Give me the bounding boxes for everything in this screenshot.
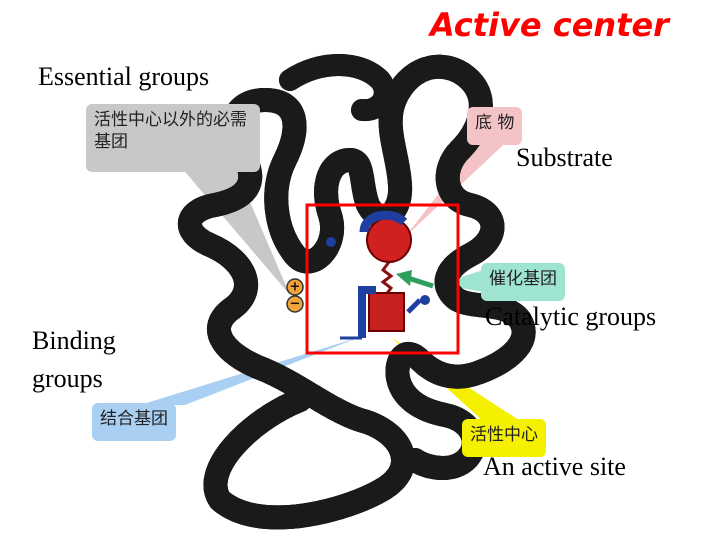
binding-group-top xyxy=(359,210,408,233)
essential-groups-label: Essential groups xyxy=(38,62,210,91)
substrate-linker xyxy=(380,261,394,297)
active-site-callout: 活性中心 xyxy=(462,419,546,457)
catalytic-group-arm xyxy=(407,275,434,289)
negative-charge-group xyxy=(286,295,304,313)
catalytic-groups-label: Catalytic groups xyxy=(485,302,657,331)
catalytic-groups-cn-text: 催化基团 xyxy=(489,269,557,289)
binding-groups-label: Binding groups xyxy=(32,326,116,393)
substrate-block xyxy=(368,292,405,332)
substrate-sphere xyxy=(366,217,412,263)
substrate-label: Substrate xyxy=(516,143,613,172)
essential-groups-cn-text: 活性中心以外的必需基团 xyxy=(94,110,247,152)
binding-group-knob xyxy=(326,237,336,247)
catalytic-groups-callout: 催化基团 xyxy=(481,263,565,301)
active-site-label: An active site xyxy=(483,452,626,481)
substrate-cn-text: 底 物 xyxy=(475,113,515,133)
binding-groups-callout: 结合基团 xyxy=(92,403,176,441)
polypeptide-chain xyxy=(190,65,524,517)
diagram-title: Active center xyxy=(430,6,669,44)
active-center-box xyxy=(305,203,460,355)
binding-group-right-knob xyxy=(420,295,430,305)
negative-charge-sign: − xyxy=(290,297,301,312)
catalytic-pointer xyxy=(440,270,483,292)
positive-charge-sign: + xyxy=(290,280,301,295)
binding-groups-cn-text: 结合基团 xyxy=(100,409,168,429)
catalytic-group-arrowhead xyxy=(396,270,412,286)
essential-groups-callout: 活性中心以外的必需基团 xyxy=(86,104,260,172)
binding-group-right xyxy=(406,298,422,314)
essential-pointer xyxy=(175,160,290,295)
binding-group-bracket xyxy=(358,286,376,338)
substrate-callout: 底 物 xyxy=(467,107,523,145)
positive-charge-group xyxy=(286,278,304,296)
active-site-cn-text: 活性中心 xyxy=(470,425,538,445)
